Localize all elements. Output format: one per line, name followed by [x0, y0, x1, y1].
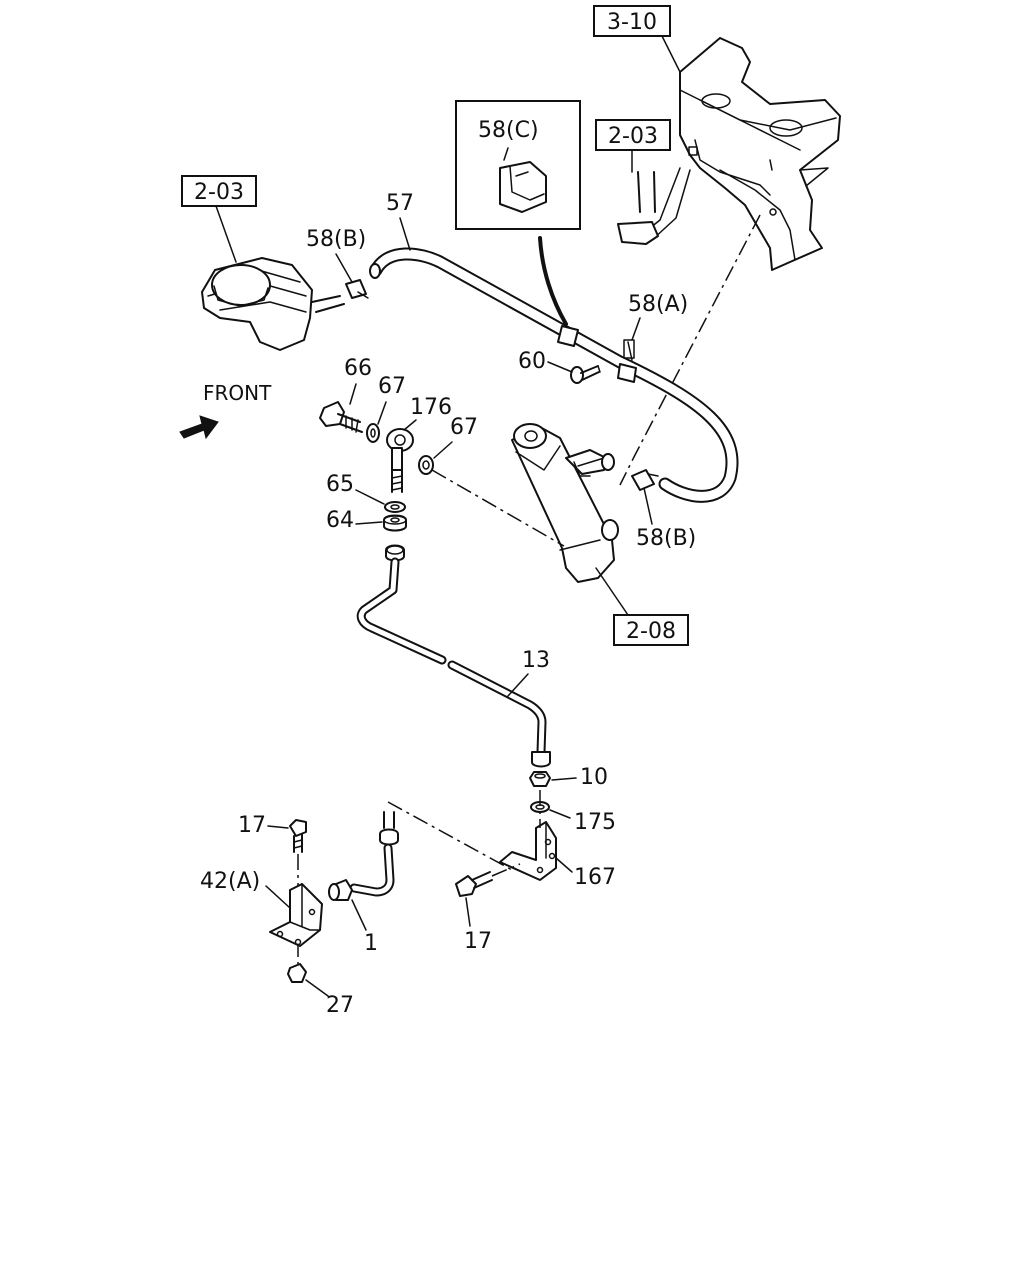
pipe-13 — [356, 544, 551, 768]
ref-2-08-label: 2-08 — [626, 619, 676, 644]
callout-58b-lower: 58(B) — [636, 526, 696, 551]
pedal-bracket-assembly — [617, 37, 841, 486]
callout-58b-top: 58(B) — [306, 227, 366, 252]
bolt-60 — [570, 365, 601, 384]
ref-box-2-03-pedal: 2-03 — [595, 119, 671, 173]
callout-66: 66 — [344, 356, 372, 381]
master-cylinder — [511, 423, 619, 583]
reservoir-tank — [201, 257, 345, 351]
callout-13: 13 — [522, 648, 550, 673]
callout-27: 27 — [326, 993, 354, 1018]
front-label: FRONT — [203, 381, 272, 405]
inset-clip-58c: 58(C) — [455, 100, 581, 326]
callout-10: 10 — [580, 765, 608, 790]
callout-175: 175 — [574, 810, 616, 835]
callout-167: 167 — [574, 865, 616, 890]
ref-box-2-08: 2-08 — [595, 567, 689, 646]
callout-17-right: 17 — [464, 929, 492, 954]
callout-67-upper: 67 — [378, 374, 406, 399]
front-arrow: FRONT — [179, 381, 272, 440]
bracket-42a-group — [269, 811, 399, 983]
callout-67-lower: 67 — [450, 415, 478, 440]
ref-2-03-tank-label: 2-03 — [194, 180, 244, 205]
callout-42a: 42(A) — [200, 869, 260, 894]
bracket-167-group — [387, 771, 557, 897]
callout-58a: 58(A) — [628, 292, 688, 317]
callout-1: 1 — [364, 931, 378, 956]
callout-64: 64 — [326, 508, 354, 533]
hose-57 — [345, 247, 739, 503]
callouts: 57 58(B) 58(A) 60 66 67 176 67 65 64 58(… — [200, 191, 696, 1018]
callout-17-left: 17 — [238, 813, 266, 838]
callout-65: 65 — [326, 472, 354, 497]
front-arrow-icon — [179, 415, 219, 440]
ref-box-3-10: 3-10 — [593, 5, 681, 73]
banjo-fittings — [319, 401, 565, 547]
callout-57: 57 — [386, 191, 414, 216]
callout-60: 60 — [518, 349, 546, 374]
ref-3-10-label: 3-10 — [607, 10, 657, 35]
callout-176: 176 — [410, 395, 452, 420]
ref-2-03-pedal-label: 2-03 — [608, 124, 658, 149]
ref-box-2-03-tank: 2-03 — [181, 175, 257, 263]
inset-label: 58(C) — [478, 118, 539, 143]
